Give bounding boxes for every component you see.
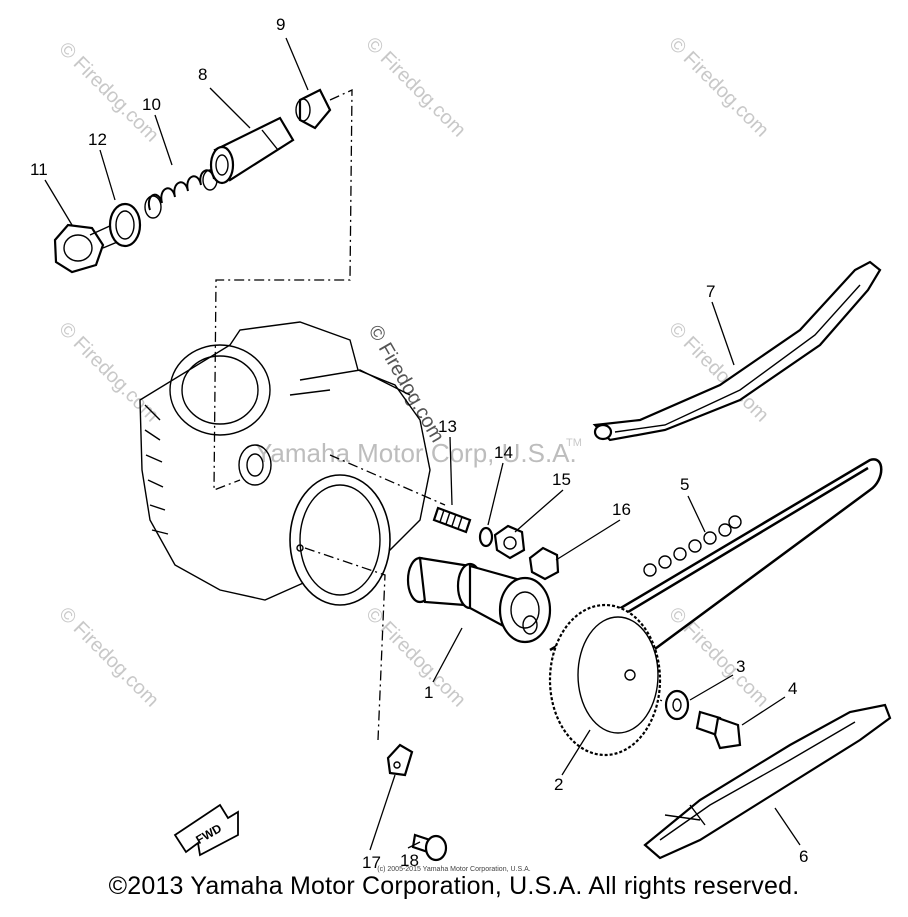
callout-7: 7 [706,282,715,301]
watermark-yamaha: Yamaha Motor Corp, U.S.A. [255,438,577,468]
watermark-tm: TM [566,437,582,449]
watermark-center: © Firedog.com [364,322,449,447]
callout-13: 13 [438,417,457,436]
part-15-nut [493,524,526,560]
part-18-screw [411,833,448,862]
callout-5: 5 [680,475,689,494]
watermark: © Firedog.com [361,33,470,142]
part-16-capnut [528,546,560,581]
callout-18: 18 [400,851,419,870]
part-7-chain-guide [592,260,882,442]
part-3-washer [664,689,690,721]
watermark: © Firedog.com [361,603,470,712]
callouts: 1 2 3 4 5 6 7 8 9 10 11 12 13 14 15 16 1… [30,15,808,872]
callout-1: 1 [424,683,433,702]
callout-9: 9 [276,15,285,34]
callout-17: 17 [362,853,381,872]
leader-lines [44,37,801,851]
callout-14: 14 [494,443,513,462]
callout-4: 4 [788,679,797,698]
callout-16: 16 [612,500,631,519]
chain-links [643,515,742,577]
engine-case [139,321,431,606]
callout-10: 10 [142,95,161,114]
part-10-spring [144,169,218,219]
part-1-camshaft [406,556,552,644]
part-13-stud [432,506,472,534]
part-4-bolt [695,710,742,750]
copyright-notice: ©2013 Yamaha Motor Corporation, U.S.A. A… [108,872,800,900]
callout-6: 6 [799,847,808,866]
part-2-sprocket [548,603,662,757]
fwd-arrow: FWD [173,803,239,857]
callout-2: 2 [554,775,563,794]
part-14-oring [478,526,494,548]
callout-12: 12 [88,130,107,149]
callout-11: 11 [30,160,48,179]
watermark: © Firedog.com [664,33,773,142]
part-9-cap [295,88,332,130]
callout-3: 3 [736,657,745,676]
part-8-rod [209,116,295,185]
part-6-chain-guide [643,703,892,860]
watermark: © Firedog.com [54,38,163,147]
part-17-plate [386,743,414,777]
callout-8: 8 [198,65,207,84]
watermark: © Firedog.com [54,603,163,712]
callout-15: 15 [552,470,571,489]
watermark: © Firedog.com [54,318,163,427]
small-copyright: (c) 2005-2015 Yamaha Motor Corporation, … [377,866,531,873]
part-12-washer [108,202,142,248]
